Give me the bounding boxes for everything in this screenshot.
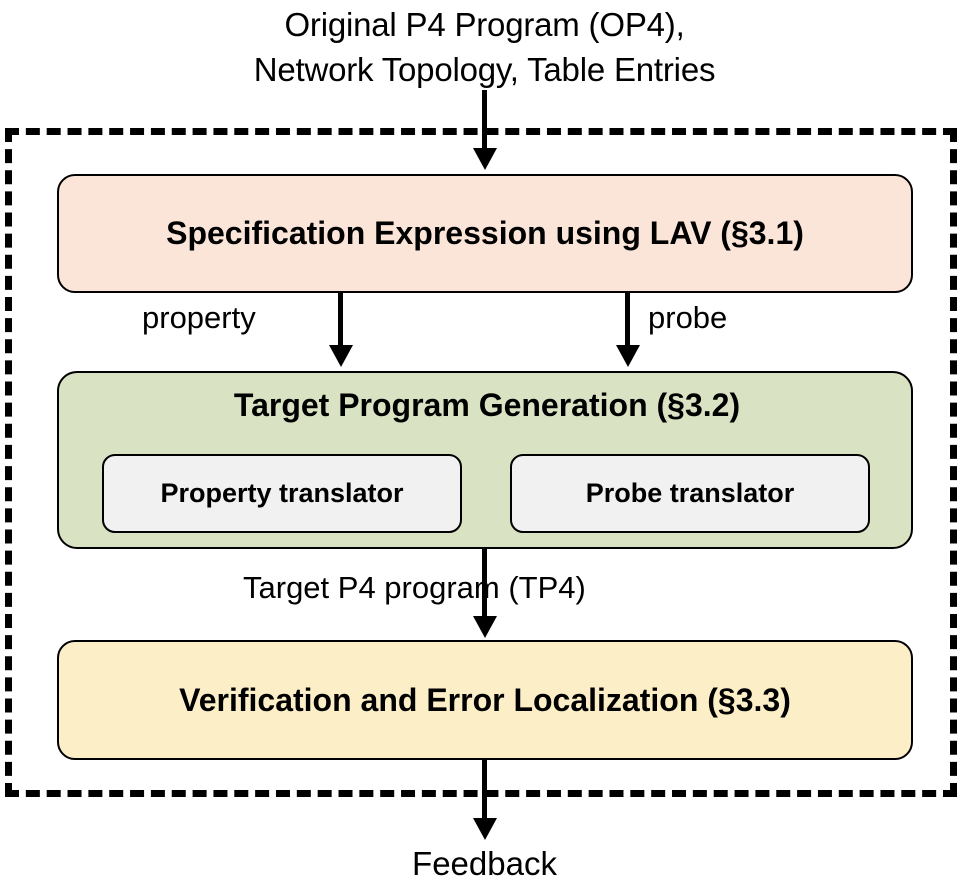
subcomponent-property-translator[interactable]: Property translator	[102, 454, 462, 533]
arrow-head	[472, 148, 497, 170]
subcomponent-probe-translator-label: Probe translator	[585, 478, 795, 508]
edge-label-property: property	[142, 300, 256, 335]
arrow-shaft	[482, 760, 487, 823]
stage-specification-label: Specification Expression using LAV (§3.1…	[166, 215, 804, 251]
stage-target-program-generation-label: Target Program Generation (§3.2)	[233, 387, 741, 423]
stage-verification-label: Verification and Error Localization (§3.…	[179, 681, 791, 718]
arrow-head	[472, 616, 497, 638]
stage-verification-and-error-localization[interactable]: Verification and Error Localization (§3.…	[57, 640, 913, 760]
arrow-head	[472, 818, 497, 840]
edge-label-probe: probe	[648, 300, 728, 335]
arrow-shaft	[338, 293, 343, 350]
arrow-head	[328, 345, 353, 367]
edge-label-target-p4-program: Target P4 program (TP4)	[243, 570, 586, 605]
system-boundary	[5, 128, 957, 797]
arrow-shaft	[625, 293, 630, 350]
subcomponent-probe-translator[interactable]: Probe translator	[510, 454, 870, 533]
arrow-head	[615, 345, 640, 367]
output-caption: Feedback	[412, 845, 557, 882]
stage-target-program-generation[interactable]: Target Program Generation (§3.2) Propert…	[57, 371, 913, 549]
subcomponent-property-translator-label: Property translator	[160, 478, 404, 508]
arrow-shaft	[482, 549, 487, 621]
input-caption: Original P4 Program (OP4), Network Topol…	[253, 6, 716, 88]
arrow-shaft	[482, 90, 487, 153]
stage-specification-expression[interactable]: Specification Expression using LAV (§3.1…	[57, 174, 913, 293]
